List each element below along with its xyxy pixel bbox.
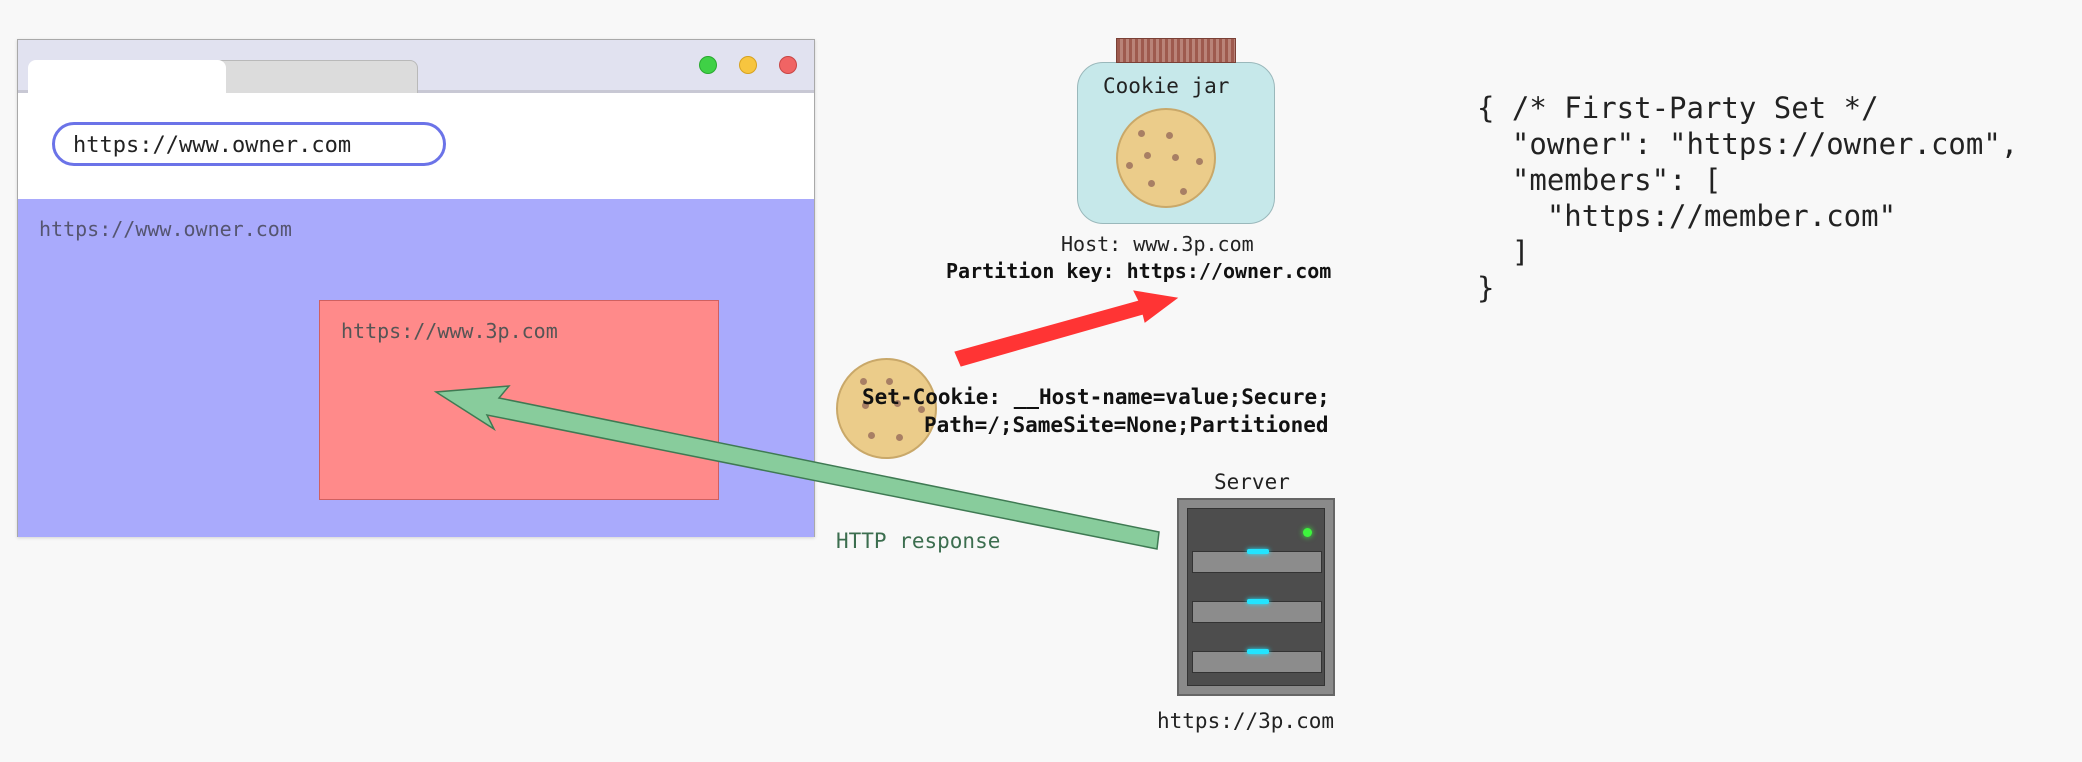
first-party-set-code: { /* First-Party Set */ "owner": "https:… bbox=[1477, 90, 2018, 306]
server-drive-bay bbox=[1192, 549, 1322, 573]
server-host: https://3p.com bbox=[1157, 709, 1335, 733]
owner-page-frame: https://www.owner.com https://www.3p.com bbox=[18, 199, 814, 537]
cookie-jar-lid bbox=[1116, 38, 1236, 63]
server-drive-bay bbox=[1192, 649, 1322, 673]
third-party-frame-label: https://www.3p.com bbox=[341, 319, 558, 343]
server-drive-bay bbox=[1192, 599, 1322, 623]
server-title: Server bbox=[1214, 470, 1290, 494]
cookie-jar-title: Cookie jar bbox=[1103, 74, 1230, 98]
address-bar[interactable]: https://www.owner.com bbox=[52, 122, 446, 166]
minimize-button[interactable] bbox=[739, 56, 757, 74]
browser-tab-inactive[interactable] bbox=[208, 60, 418, 93]
browser-titlebar bbox=[18, 40, 814, 96]
address-bar-url: https://www.owner.com bbox=[73, 133, 352, 158]
code-line: { /* First-Party Set */ bbox=[1477, 91, 1879, 125]
store-cookie-arrow bbox=[954, 290, 1179, 367]
cookie-host: Host: www.3p.com bbox=[1061, 232, 1254, 256]
http-response-arrow bbox=[433, 385, 1160, 550]
maximize-button[interactable] bbox=[699, 56, 717, 74]
close-button[interactable] bbox=[779, 56, 797, 74]
http-response-label: HTTP response bbox=[836, 529, 1001, 553]
code-line: "https://member.com" bbox=[1477, 199, 1897, 233]
code-line: "owner": "https://owner.com", bbox=[1477, 127, 2019, 161]
server-icon bbox=[1177, 498, 1335, 696]
stored-cookie-icon bbox=[1116, 108, 1216, 208]
code-line: "members": [ bbox=[1477, 163, 1722, 197]
browser-window: https://www.owner.com https://www.owner.… bbox=[17, 39, 815, 537]
third-party-iframe: https://www.3p.com bbox=[319, 300, 719, 500]
set-cookie-header-line2: Path=/;SameSite=None;Partitioned bbox=[924, 413, 1329, 437]
cookie-partition-key: Partition key: https://owner.com bbox=[946, 259, 1332, 283]
set-cookie-header-line1: Set-Cookie: __Host-name=value;Secure; bbox=[862, 385, 1330, 409]
code-line: ] bbox=[1477, 235, 1530, 269]
owner-frame-label: https://www.owner.com bbox=[39, 217, 292, 241]
response-cookie-icon bbox=[836, 358, 937, 459]
code-line: } bbox=[1477, 271, 1495, 305]
server-status-led bbox=[1303, 528, 1312, 537]
browser-tab-active[interactable] bbox=[28, 60, 226, 96]
